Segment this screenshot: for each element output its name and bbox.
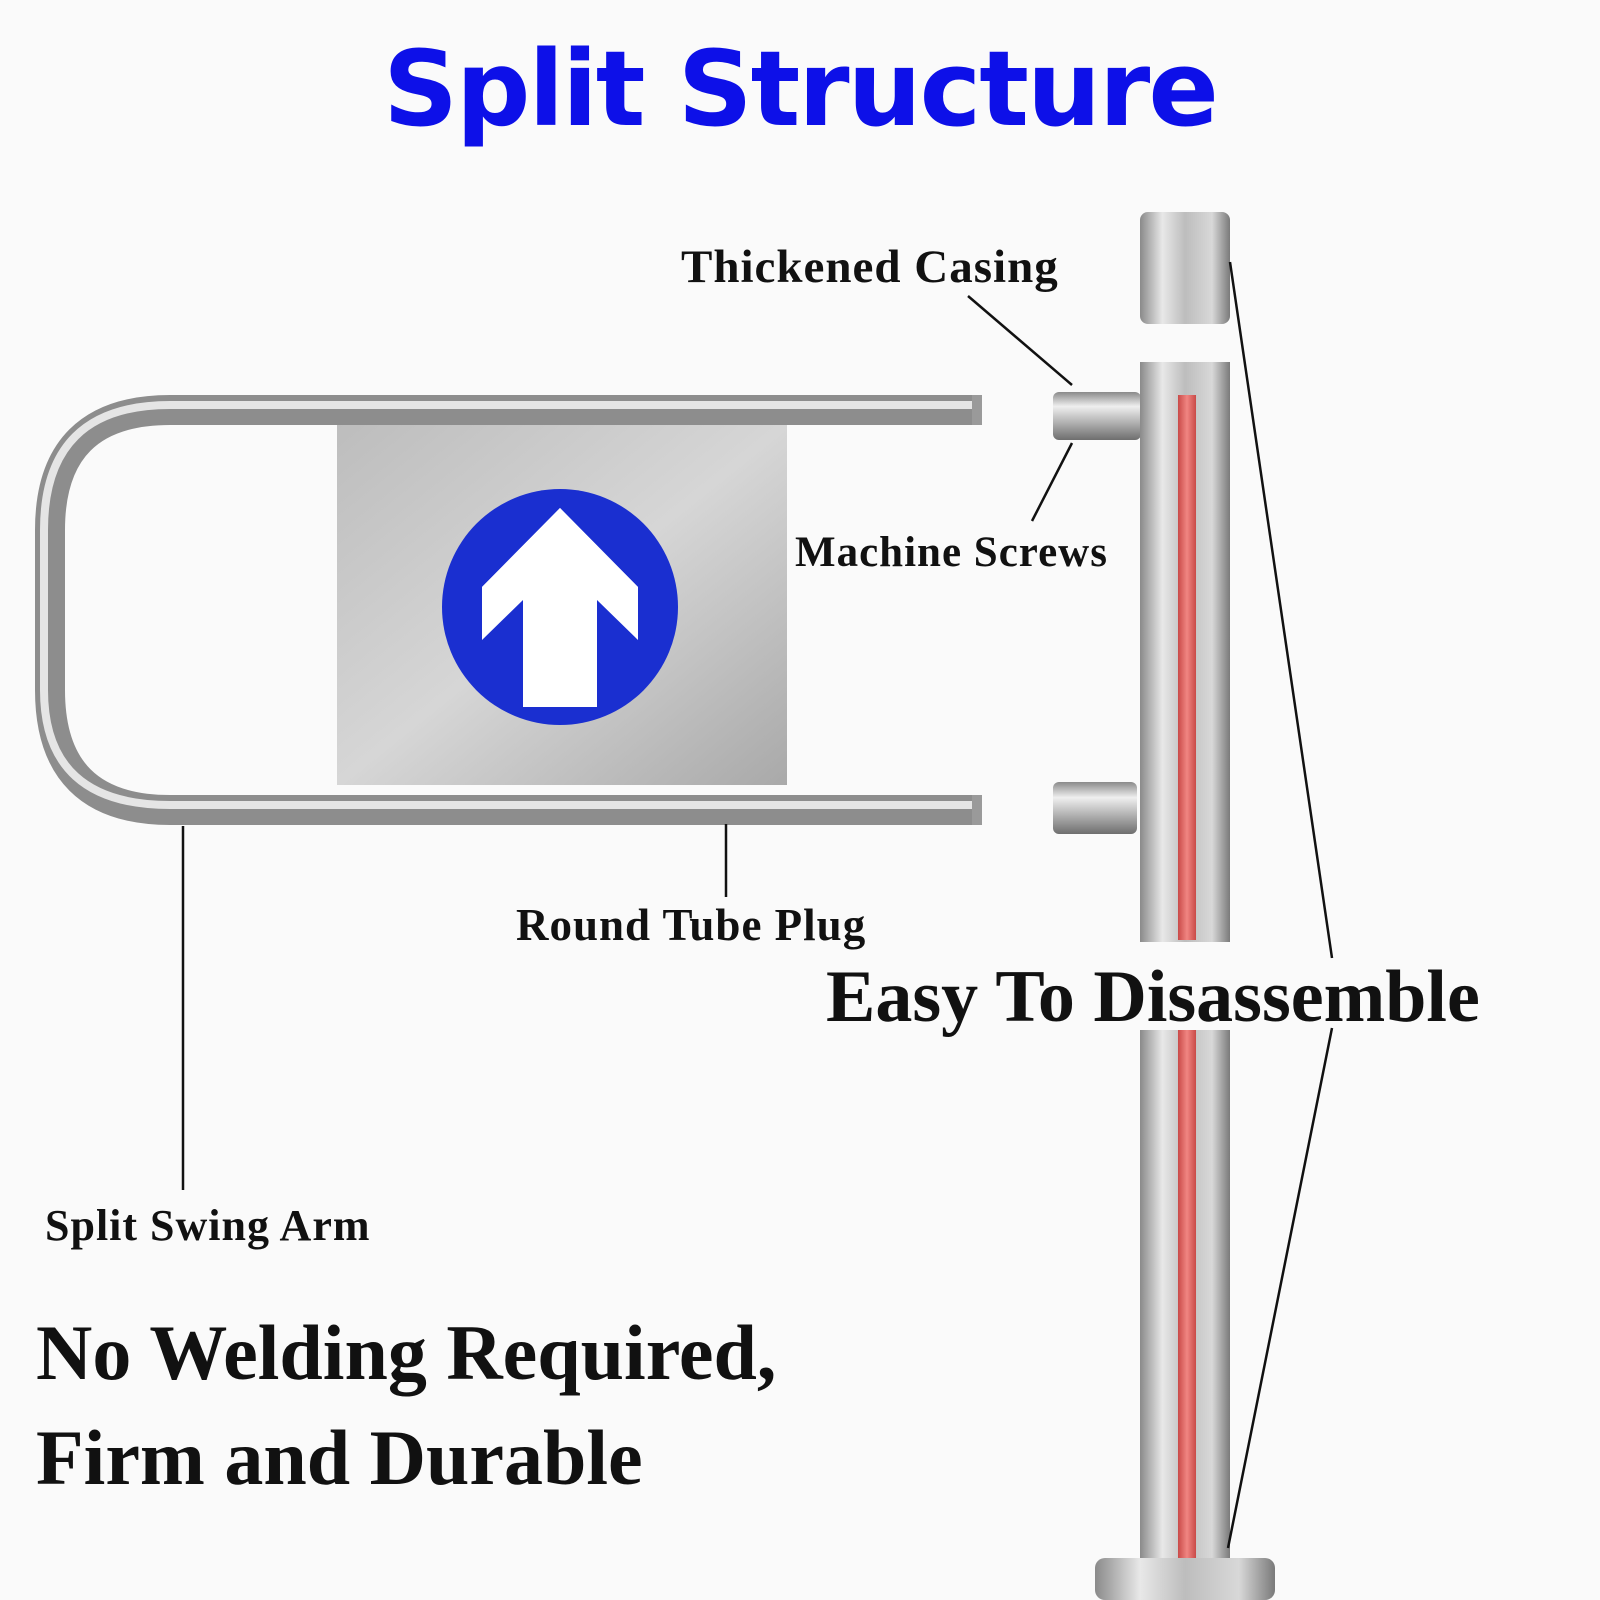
label-thickened-casing: Thickened Casing (681, 241, 1059, 293)
round-tube-plug-bottom (972, 795, 982, 825)
split-swing-arm (35, 395, 982, 825)
label-easy-disassemble: Easy To Disassemble (826, 956, 1480, 1038)
callout-lines (181, 261, 1334, 1549)
round-tube-plug-top (972, 395, 982, 425)
red-light-strip (1178, 395, 1196, 940)
label-machine-screws: Machine Screws (795, 529, 1108, 576)
label-no-welding: No Welding Required, Firm and Durable (36, 1300, 776, 1510)
sign-panel (337, 425, 787, 785)
post-base (1095, 1558, 1275, 1600)
label-split-swing-arm: Split Swing Arm (45, 1201, 371, 1250)
main-post (1095, 212, 1275, 1600)
machine-screws (1053, 392, 1141, 834)
label-round-tube-plug: Round Tube Plug (516, 900, 867, 950)
label-no-welding-line2: Firm and Durable (36, 1414, 643, 1501)
thickened-casing (1140, 212, 1230, 324)
page-title: Split Structure (383, 28, 1219, 150)
label-no-welding-line1: No Welding Required, (36, 1309, 777, 1396)
